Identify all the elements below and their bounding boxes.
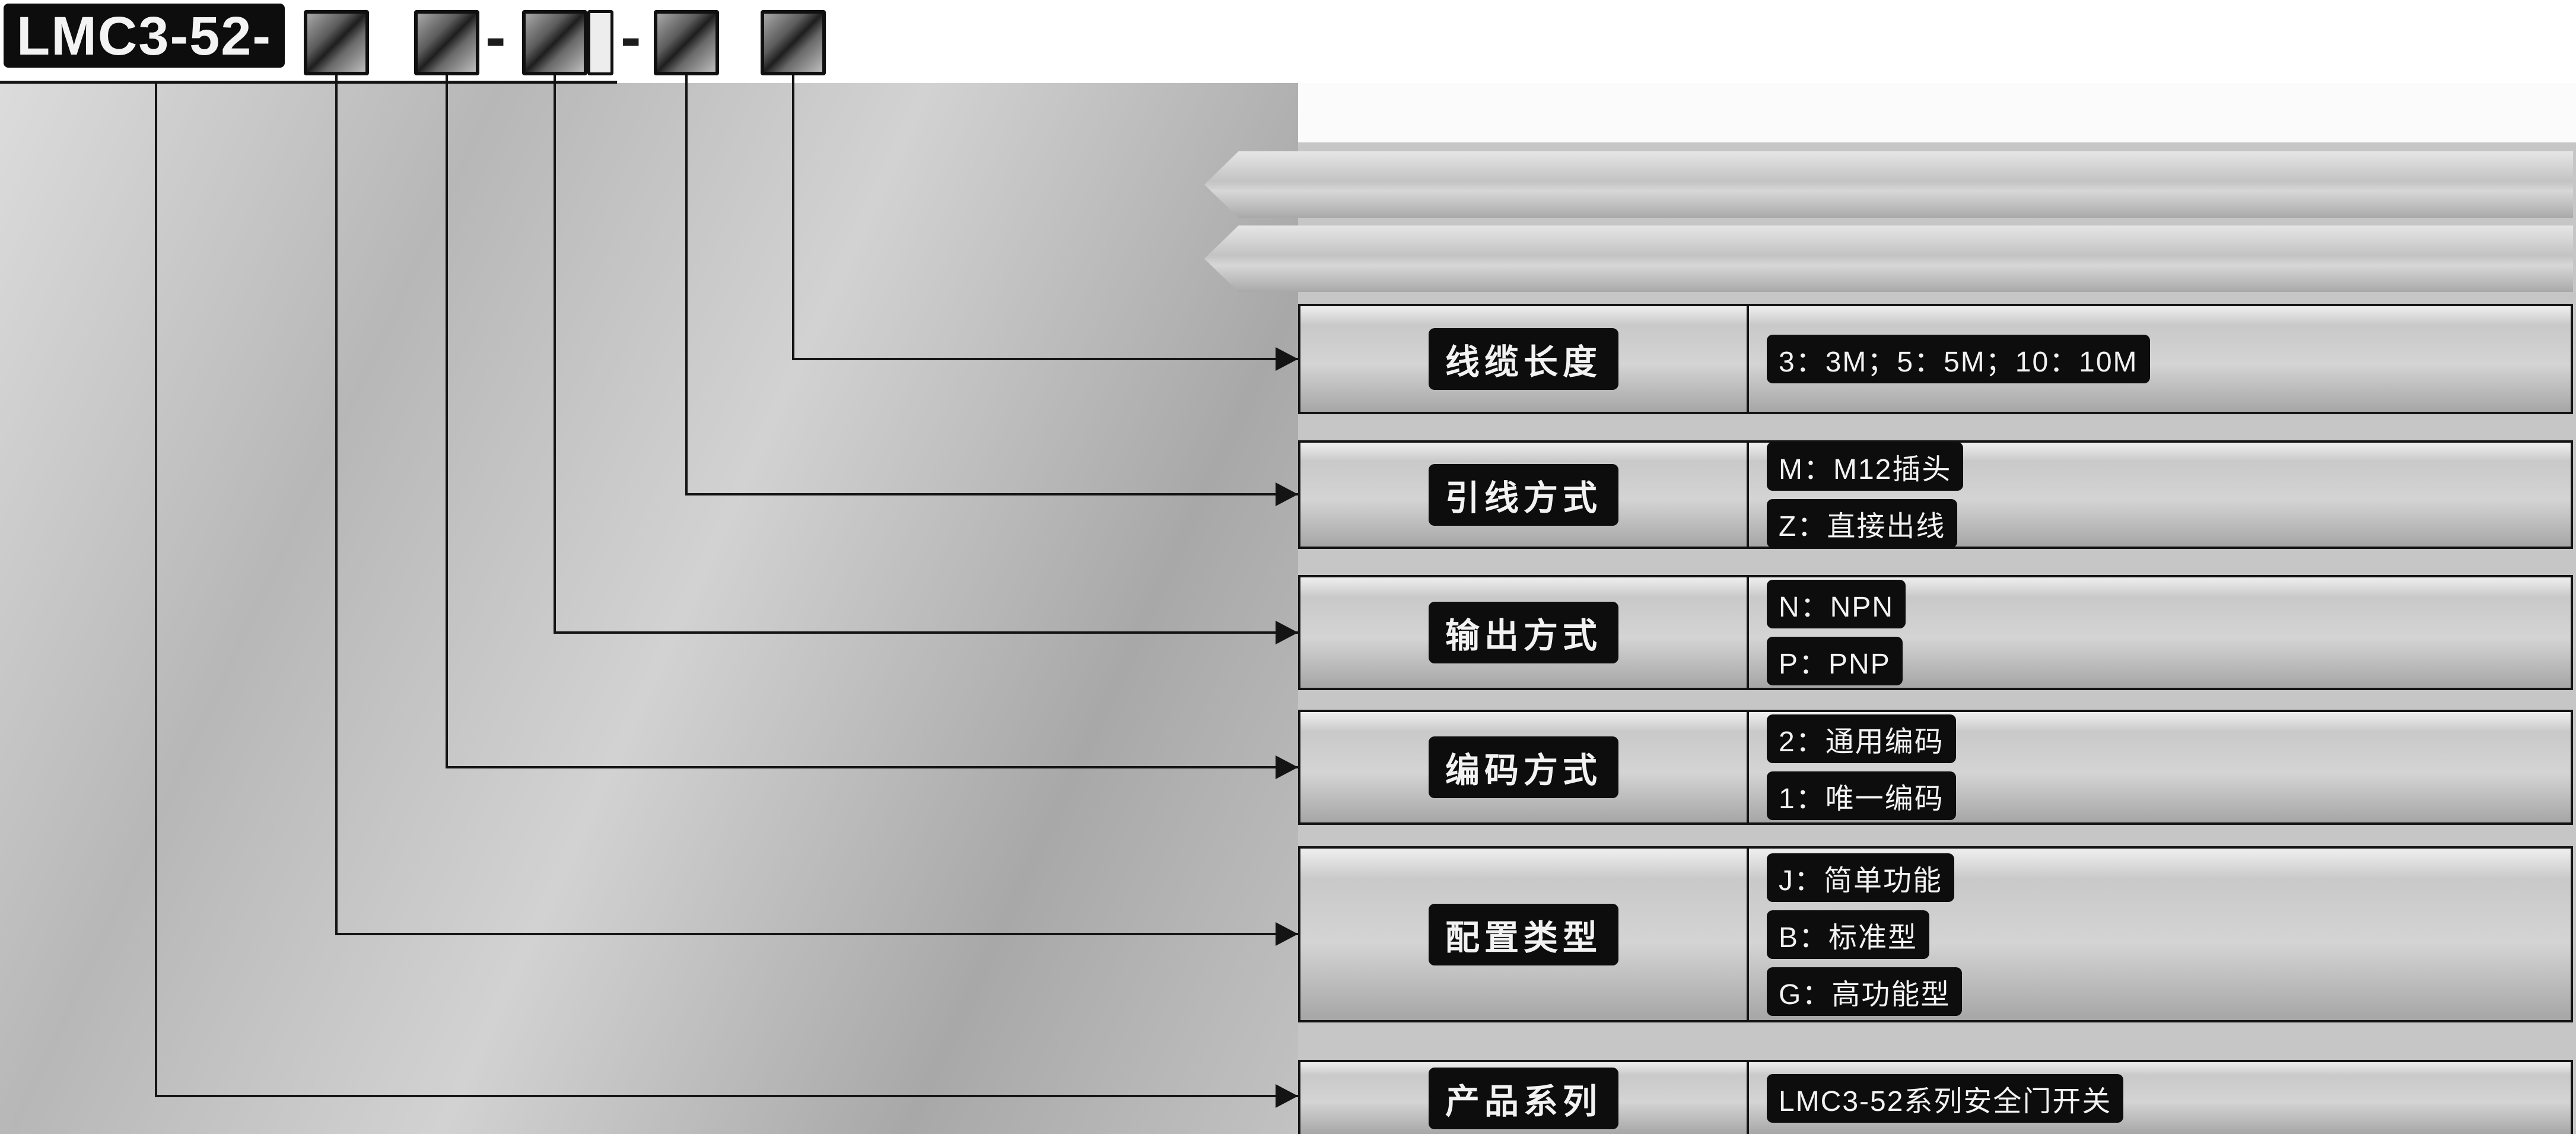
background-band <box>1204 225 2573 292</box>
spec-row-config-type: 配置类型 J：简单功能 B：标准型 G：高功能型 <box>1298 846 2573 1022</box>
spec-value: Z：直接出线 <box>1767 498 1958 548</box>
code-box-1 <box>304 10 369 75</box>
connector-hline-product-series <box>155 1095 1298 1097</box>
arrowhead-coding-method <box>1276 755 1298 779</box>
background-left-wash <box>0 83 1298 1134</box>
spec-label: 输出方式 <box>1428 602 1618 663</box>
dash-separator-2: - <box>621 3 641 72</box>
connector-hline-config-type <box>335 933 1298 935</box>
spec-value: N：NPN <box>1767 580 1906 628</box>
spec-value: 3：3M；5：5M；10：10M <box>1767 335 2150 383</box>
spec-label: 产品系列 <box>1428 1068 1618 1129</box>
connector-hline-lead-wire <box>685 493 1298 495</box>
spec-label: 线缆长度 <box>1428 328 1618 390</box>
spec-row-product-series: 产品系列 LMC3-52系列安全门开关 <box>1298 1060 2573 1134</box>
spec-label-cell: 配置类型 <box>1300 849 1749 1020</box>
spec-value: LMC3-52系列安全门开关 <box>1767 1074 2124 1123</box>
connector-hline-output-method <box>554 631 1298 634</box>
spec-row-coding-method: 编码方式 2：通用编码 1：唯一编码 <box>1298 710 2573 825</box>
arrowhead-output-method <box>1276 621 1298 644</box>
code-box-2 <box>414 10 479 75</box>
dash-separator-1: - <box>485 3 506 72</box>
arrowhead-cable-length <box>1276 347 1298 371</box>
spec-row-output-method: 输出方式 N：NPN P：PNP <box>1298 575 2573 690</box>
spec-label: 编码方式 <box>1428 736 1618 798</box>
spec-value: J：简单功能 <box>1767 853 1955 902</box>
connector-hline-cable-length <box>792 358 1298 360</box>
arrowhead-product-series <box>1276 1084 1298 1108</box>
connector-vline-output-method <box>554 75 556 633</box>
spec-value: 1：唯一编码 <box>1767 771 1956 820</box>
spec-label: 引线方式 <box>1428 463 1618 526</box>
code-box-4 <box>654 10 719 75</box>
spec-value: 2：通用编码 <box>1767 714 1956 763</box>
spec-values-cell: 2：通用编码 1：唯一编码 <box>1749 712 2571 822</box>
model-underline <box>0 81 617 84</box>
spec-row-cable-length: 线缆长度 3：3M；5：5M；10：10M <box>1298 304 2573 414</box>
arrowhead-config-type <box>1276 922 1298 946</box>
code-box-5 <box>761 10 826 75</box>
spec-values-cell: LMC3-52系列安全门开关 <box>1749 1062 2571 1134</box>
connector-vline-product-series <box>155 82 157 1096</box>
spec-row-lead-wire: 引线方式 M：M12插头 Z：直接出线 <box>1298 440 2573 549</box>
spec-value: M：M12插头 <box>1767 441 1964 491</box>
code-box-3 <box>522 10 587 75</box>
connector-hline-coding-method <box>446 766 1298 768</box>
spec-values-cell: 3：3M；5：5M；10：10M <box>1749 306 2571 412</box>
code-box-3-extension <box>587 10 613 75</box>
spec-label-cell: 引线方式 <box>1300 443 1749 547</box>
spec-values-cell: J：简单功能 B：标准型 G：高功能型 <box>1749 849 2571 1020</box>
spec-value: G：高功能型 <box>1767 967 1963 1016</box>
connector-vline-lead-wire <box>685 75 688 494</box>
connector-vline-cable-length <box>792 75 794 359</box>
spec-value: P：PNP <box>1767 637 1903 685</box>
spec-value: B：标准型 <box>1767 910 1930 959</box>
spec-label-cell: 产品系列 <box>1300 1062 1749 1134</box>
spec-label-cell: 编码方式 <box>1300 712 1749 822</box>
model-prefix: LMC3-52- <box>4 4 285 68</box>
spec-values-cell: M：M12插头 Z：直接出线 <box>1749 441 2571 548</box>
arrowhead-lead-wire <box>1276 482 1298 506</box>
background-band <box>1204 151 2573 218</box>
background-top-strip <box>0 0 2576 83</box>
spec-values-cell: N：NPN P：PNP <box>1749 577 2571 688</box>
spec-label-cell: 线缆长度 <box>1300 306 1749 412</box>
connector-vline-coding-method <box>446 75 448 767</box>
spec-label: 配置类型 <box>1428 903 1618 965</box>
spec-label-cell: 输出方式 <box>1300 577 1749 688</box>
connector-vline-config-type <box>335 75 338 934</box>
